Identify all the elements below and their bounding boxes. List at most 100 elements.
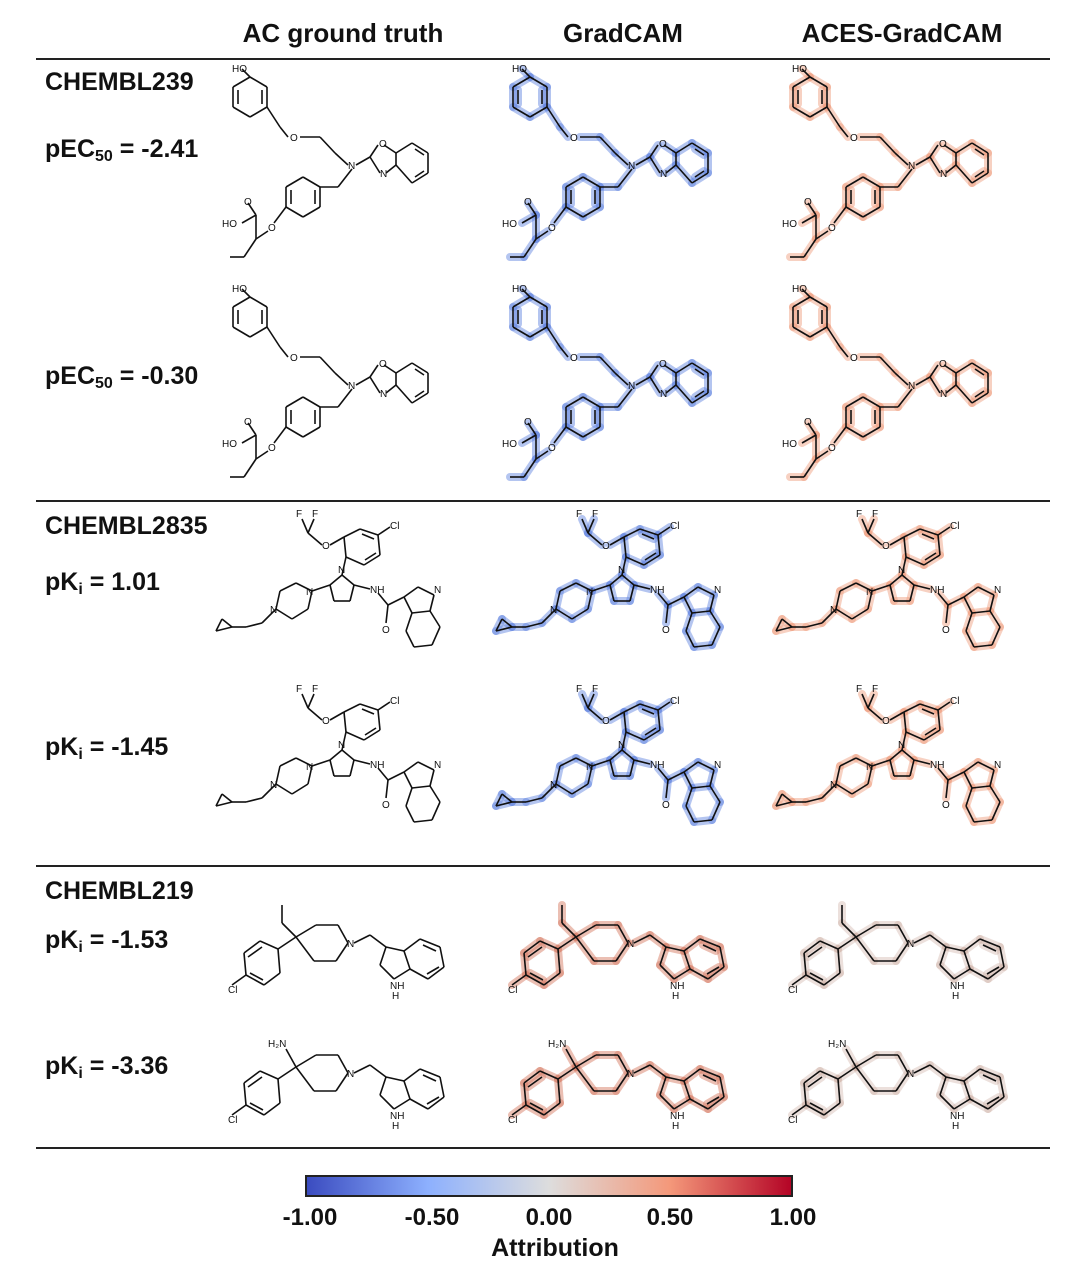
svg-text:O: O <box>524 417 532 428</box>
svg-text:HO: HO <box>222 439 237 450</box>
svg-text:O: O <box>382 800 390 811</box>
molecule-structure: F F O Cl N NH O N N N <box>772 684 1004 826</box>
molecule-structure: HO O N O N O O HO <box>782 284 992 481</box>
colorbar-tick: -1.00 <box>282 1204 338 1231</box>
svg-text:O: O <box>942 625 950 636</box>
svg-text:Cl: Cl <box>228 1115 237 1126</box>
svg-text:O: O <box>290 353 298 364</box>
colorbar-tick: 1.00 <box>769 1204 817 1231</box>
svg-text:O: O <box>602 716 610 727</box>
svg-text:N: N <box>306 762 313 773</box>
svg-text:NH: NH <box>370 760 384 771</box>
svg-text:F: F <box>872 509 878 520</box>
svg-text:N: N <box>908 381 915 392</box>
svg-text:O: O <box>882 716 890 727</box>
svg-text:F: F <box>312 684 318 695</box>
svg-text:O: O <box>244 417 252 428</box>
svg-text:N: N <box>347 1069 354 1080</box>
svg-text:HO: HO <box>782 219 797 230</box>
group-divider <box>36 500 1050 502</box>
svg-text:O: O <box>379 359 387 370</box>
svg-text:NH: NH <box>950 1111 964 1122</box>
svg-text:Cl: Cl <box>670 521 679 532</box>
activity-value: pKi = 1.01 <box>45 568 160 598</box>
dataset-label: CHEMBL2835 <box>45 512 208 540</box>
svg-text:O: O <box>322 716 330 727</box>
svg-text:N: N <box>380 389 387 400</box>
svg-text:N: N <box>714 585 721 596</box>
svg-text:H: H <box>952 1121 959 1132</box>
svg-text:N: N <box>940 169 947 180</box>
svg-text:Cl: Cl <box>670 696 679 707</box>
svg-text:O: O <box>268 223 276 234</box>
svg-text:N: N <box>866 587 873 598</box>
svg-text:N: N <box>348 381 355 392</box>
svg-text:O: O <box>379 139 387 150</box>
svg-text:O: O <box>548 443 556 454</box>
svg-text:N: N <box>270 605 277 616</box>
svg-text:NH: NH <box>670 1111 684 1122</box>
molecule-structure: H₂N N Cl NH H <box>228 1039 445 1132</box>
svg-text:O: O <box>602 541 610 552</box>
svg-text:HO: HO <box>512 284 527 295</box>
svg-text:F: F <box>576 509 582 520</box>
svg-text:H: H <box>672 991 679 1002</box>
svg-text:N: N <box>994 760 1001 771</box>
svg-text:O: O <box>570 353 578 364</box>
svg-text:O: O <box>850 353 858 364</box>
svg-text:O: O <box>942 800 950 811</box>
svg-text:HO: HO <box>792 284 807 295</box>
svg-text:N: N <box>306 587 313 598</box>
svg-text:O: O <box>659 359 667 370</box>
svg-text:HO: HO <box>792 64 807 75</box>
activity-value: pKi = -1.45 <box>45 733 169 763</box>
svg-text:Cl: Cl <box>508 985 517 996</box>
column-header-gradcam: GradCAM <box>563 18 683 48</box>
svg-text:HO: HO <box>782 439 797 450</box>
svg-text:O: O <box>939 359 947 370</box>
svg-text:Cl: Cl <box>508 1115 517 1126</box>
svg-text:N: N <box>347 939 354 950</box>
svg-text:NH: NH <box>950 981 964 992</box>
svg-text:N: N <box>380 169 387 180</box>
activity-value: pKi = -1.53 <box>45 926 169 956</box>
svg-text:N: N <box>898 565 905 576</box>
svg-text:F: F <box>312 509 318 520</box>
svg-text:H: H <box>392 1121 399 1132</box>
svg-text:F: F <box>296 684 302 695</box>
svg-text:O: O <box>828 443 836 454</box>
svg-text:O: O <box>570 133 578 144</box>
colorbar-tick: 0.00 <box>525 1204 573 1231</box>
svg-text:N: N <box>907 939 914 950</box>
svg-text:N: N <box>338 740 345 751</box>
svg-text:F: F <box>592 509 598 520</box>
colorbar-tick: -0.50 <box>404 1204 460 1231</box>
svg-text:F: F <box>872 684 878 695</box>
svg-text:N: N <box>830 780 837 791</box>
molecule-structure: N Cl NH H <box>228 905 445 1002</box>
activity-value: pKi = -3.36 <box>45 1052 169 1082</box>
svg-text:NH: NH <box>370 585 384 596</box>
svg-text:O: O <box>804 197 812 208</box>
svg-text:N: N <box>348 161 355 172</box>
svg-text:F: F <box>296 509 302 520</box>
svg-text:O: O <box>662 800 670 811</box>
svg-text:O: O <box>882 541 890 552</box>
top-rule <box>36 58 1050 60</box>
svg-text:N: N <box>907 1069 914 1080</box>
svg-text:N: N <box>627 1069 634 1080</box>
svg-text:Cl: Cl <box>950 521 959 532</box>
svg-text:N: N <box>908 161 915 172</box>
svg-text:HO: HO <box>512 64 527 75</box>
svg-text:H₂N: H₂N <box>828 1039 846 1050</box>
svg-text:Cl: Cl <box>788 1115 797 1126</box>
molecule-structure: N Cl NH H <box>788 901 1008 1002</box>
svg-text:Cl: Cl <box>390 521 399 532</box>
molecule-structure: HO O N O N O O HO <box>502 284 712 481</box>
svg-text:H₂N: H₂N <box>548 1039 566 1050</box>
molecule-structure: HO O N O N O O HO <box>222 64 429 258</box>
column-header-aces-gradcam: ACES-GradCAM <box>801 18 1003 48</box>
molecule-structure: HO O N O N O O HO <box>782 64 992 261</box>
dataset-label: CHEMBL239 <box>45 68 194 96</box>
svg-text:H₂N: H₂N <box>268 1039 286 1050</box>
